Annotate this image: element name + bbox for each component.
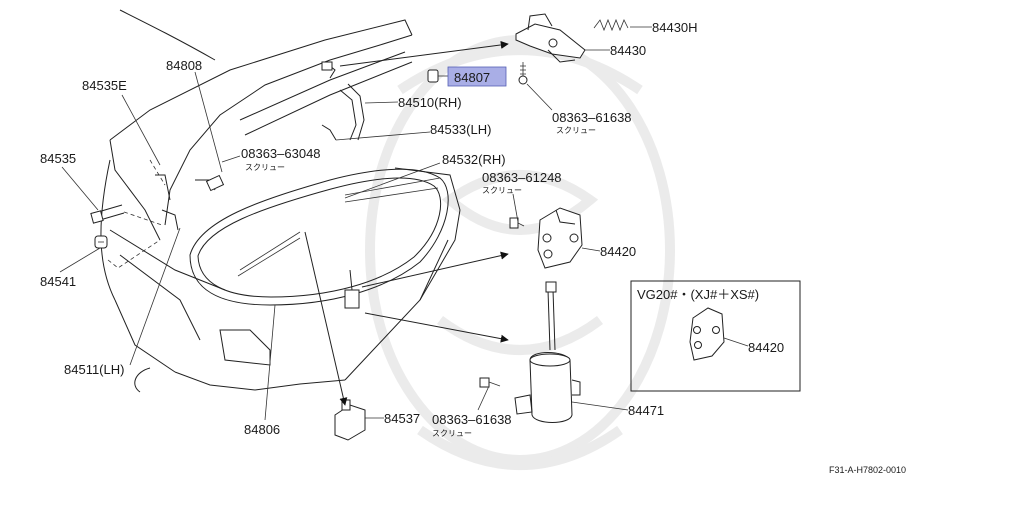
- car-body: [100, 9, 461, 393]
- screw-08363-61248: [509, 217, 525, 229]
- label-84537: 84537: [384, 411, 420, 426]
- hinge-parts: [155, 83, 365, 231]
- cylinder-84537: [334, 399, 366, 441]
- clip-84807: [427, 69, 439, 83]
- label-84808: 84808: [166, 58, 202, 73]
- screw-08363-61638-top: [518, 62, 528, 85]
- label-84807: 84807: [454, 70, 490, 85]
- inset-title: VG20#・(XJ#＋XS#): [637, 287, 759, 302]
- label-84420: 84420: [600, 244, 636, 259]
- label-84511-lh: 84511(LH): [64, 362, 124, 377]
- leader-lines: [59, 26, 652, 421]
- label-84430: 84430: [610, 43, 646, 58]
- cap-84541: [94, 235, 108, 249]
- dash-guide-84535E: [149, 159, 166, 186]
- label-08363-61248-kana: スクリュー: [482, 186, 522, 195]
- spring-84430H: [593, 18, 629, 32]
- arrow-to-84430: [339, 40, 509, 67]
- inset-label-84420: 84420: [748, 340, 784, 355]
- label-08363-61638-bottom: 08363–61638: [432, 412, 512, 427]
- bolt-84535: [90, 204, 125, 224]
- label-84510-rh: 84510(RH): [398, 95, 462, 110]
- label-08363-61248: 08363–61248: [482, 170, 562, 185]
- dash-guide-84535: [123, 211, 163, 226]
- label-84430H: 84430H: [652, 20, 698, 35]
- label-08363-63048-kana: スクリュー: [245, 163, 285, 172]
- label-84535: 84535: [40, 151, 76, 166]
- figure-code: F31-A-H7802-0010: [829, 465, 906, 475]
- inset-box: [630, 280, 801, 392]
- arrow-to-84420: [361, 251, 509, 288]
- actuator-84471: [514, 281, 581, 423]
- arrow-to-84537: [304, 231, 348, 406]
- label-84806: 84806: [244, 422, 280, 437]
- highlight-84807: [447, 66, 507, 87]
- striker-84430: [515, 13, 586, 63]
- label-84532-rh: 84532(RH): [442, 152, 506, 167]
- label-84533-lh: 84533(LH): [430, 122, 491, 137]
- trunk-opening: [189, 168, 449, 306]
- label-08363-63048: 08363–63048: [241, 146, 321, 161]
- label-84541: 84541: [40, 274, 76, 289]
- lock-84420: [537, 207, 583, 269]
- label-08363-61638-top: 08363–61638: [552, 110, 632, 125]
- label-84535E: 84535E: [82, 78, 127, 93]
- arrow-to-84471: [364, 312, 509, 343]
- latch-bracket: [344, 269, 360, 309]
- label-08363-61638-bottom-kana: スクリュー: [432, 429, 472, 438]
- label-08363-61638-top-kana: スクリュー: [556, 126, 596, 135]
- arrows: [304, 40, 509, 406]
- label-84471: 84471: [628, 403, 664, 418]
- trunk-lid: [109, 19, 413, 241]
- screw-08363-61638-bottom: [479, 377, 501, 388]
